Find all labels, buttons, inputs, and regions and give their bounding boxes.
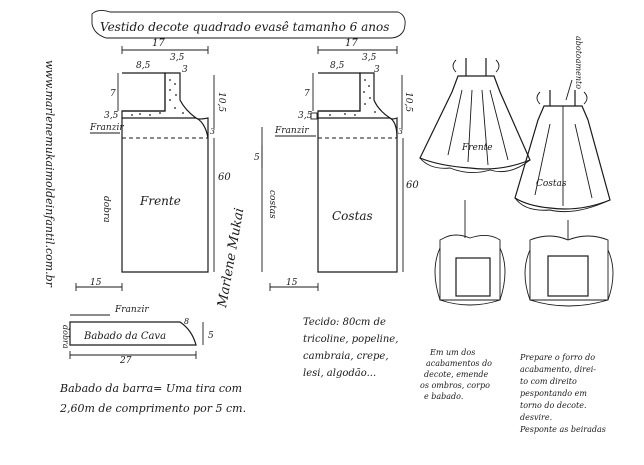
back-neck-height-dim: 7 (304, 89, 310, 99)
dress-front-illustration: Frente (419, 58, 531, 173)
back-shoulder-dim: 3,5 (362, 53, 377, 63)
ruffle-gather-label: Franzir (114, 305, 149, 315)
back-fold-label: costas (267, 190, 277, 219)
front-yoke-width-dim: 8,5 (136, 61, 151, 71)
note-acab-right-4: pespontando em (520, 389, 587, 398)
front-neck-height-dim: 7 (110, 89, 116, 99)
front-fold-label: dobra (101, 196, 111, 223)
back-length-dim: 60 (406, 180, 419, 191)
ruffle-label: Babado da Cava (83, 331, 166, 342)
note-acab-right-6: desvire. (520, 413, 552, 422)
back-gather-label: Franzir (274, 126, 309, 136)
back-side-top-dim: 3,5 (298, 111, 313, 121)
note-acab-left-4: os ombros, corpo (420, 381, 490, 390)
front-gather-label: Franzir (89, 123, 124, 133)
note-acab-right-2: acabamento, direi- (520, 365, 596, 374)
note-acab-left-1: Em um dos (429, 348, 475, 357)
note-acab-right-3: to com direito (520, 377, 577, 386)
front-side-top-dim: 3,5 (104, 111, 119, 121)
ruffle-side-dim: 8 (184, 317, 189, 326)
ruffle-height-dim: 5 (208, 331, 214, 341)
note-tecido-line3: cambraia, crepe, (303, 351, 389, 362)
notes-barra: Babado da barra= Uma tira com 2,60m de c… (59, 382, 246, 415)
back-armhole-dim: 10,5 (403, 92, 413, 112)
note-tecido-line2: tricoline, popeline, (303, 334, 398, 345)
back-small-dim: 3 (374, 65, 380, 75)
note-acab-right-1: Prepare o forro do (519, 353, 595, 362)
note-tecido-line1: Tecido: 80cm de (303, 317, 386, 328)
back-side-small-dim: 3 (398, 127, 403, 136)
front-hem-dim: 15 (90, 278, 102, 288)
note-barra-line2: 2,60m de comprimento por 5 cm. (59, 402, 246, 415)
note-acab-right-5: torno do decote. (520, 401, 587, 410)
title-group: Vestido decote quadrado evasê tamanho 6 … (91, 9, 406, 39)
front-length-dim: 60 (218, 172, 231, 183)
front-side-small-dim: 3 (210, 127, 215, 136)
illustration-closing-label: abotoamento (574, 36, 583, 89)
designer-signature: Marlene Mukai (215, 207, 247, 310)
back-pattern-piece: 17 8,5 3,5 3 7 3,5 10,5 3 Franzir 5 cost… (254, 38, 419, 291)
note-acab-left-5: e babado. (424, 392, 463, 401)
page-title: Vestido decote quadrado evasê tamanho 6 … (100, 20, 389, 34)
back-width-dim: 17 (345, 38, 358, 49)
back-left-dim: 5 (254, 153, 260, 163)
back-piece-label: Costas (332, 209, 373, 223)
note-acab-right-7: Pesponte as beiradas (519, 425, 606, 434)
ruffle-pattern-piece: Franzir Babado da Cava dobra 27 5 8 (61, 305, 214, 366)
back-yoke-width-dim: 8,5 (330, 61, 345, 71)
front-piece-label: Frente (139, 194, 181, 208)
neckline-detail-right: Prepare o forro do acabamento, direi- to… (519, 220, 614, 434)
note-barra-line1: Babado da barra= Uma tira com (59, 382, 242, 395)
front-width-dim: 17 (152, 38, 165, 49)
back-hem-dim: 15 (286, 278, 298, 288)
illustration-front-label: Frente (461, 143, 493, 153)
front-pattern-piece: 17 8,5 3,5 3 7 3,5 10,5 3 Franzir dobra … (75, 38, 231, 291)
website-url: www.marlenemukaimoldeinfantil.com.br (43, 60, 56, 288)
illustration-back-label: Costas (536, 179, 567, 189)
front-armhole-dim: 10,5 (216, 92, 226, 112)
ruffle-fold-label: dobra (61, 325, 70, 349)
note-acab-left-2: acabamentos do (426, 359, 492, 368)
notes-tecido: Tecido: 80cm de tricoline, popeline, cam… (303, 317, 398, 379)
front-small-dim: 3 (182, 65, 188, 75)
note-acab-left-3: decote, emende (424, 370, 489, 379)
dress-back-illustration: Costas abotoamento (514, 36, 611, 213)
neckline-detail-left: Em um dos acabamentos do decote, emende … (420, 200, 506, 401)
ruffle-width-dim: 27 (119, 356, 132, 366)
note-tecido-line4: lesi, algodão... (303, 368, 376, 379)
front-shoulder-dim: 3,5 (170, 53, 185, 63)
